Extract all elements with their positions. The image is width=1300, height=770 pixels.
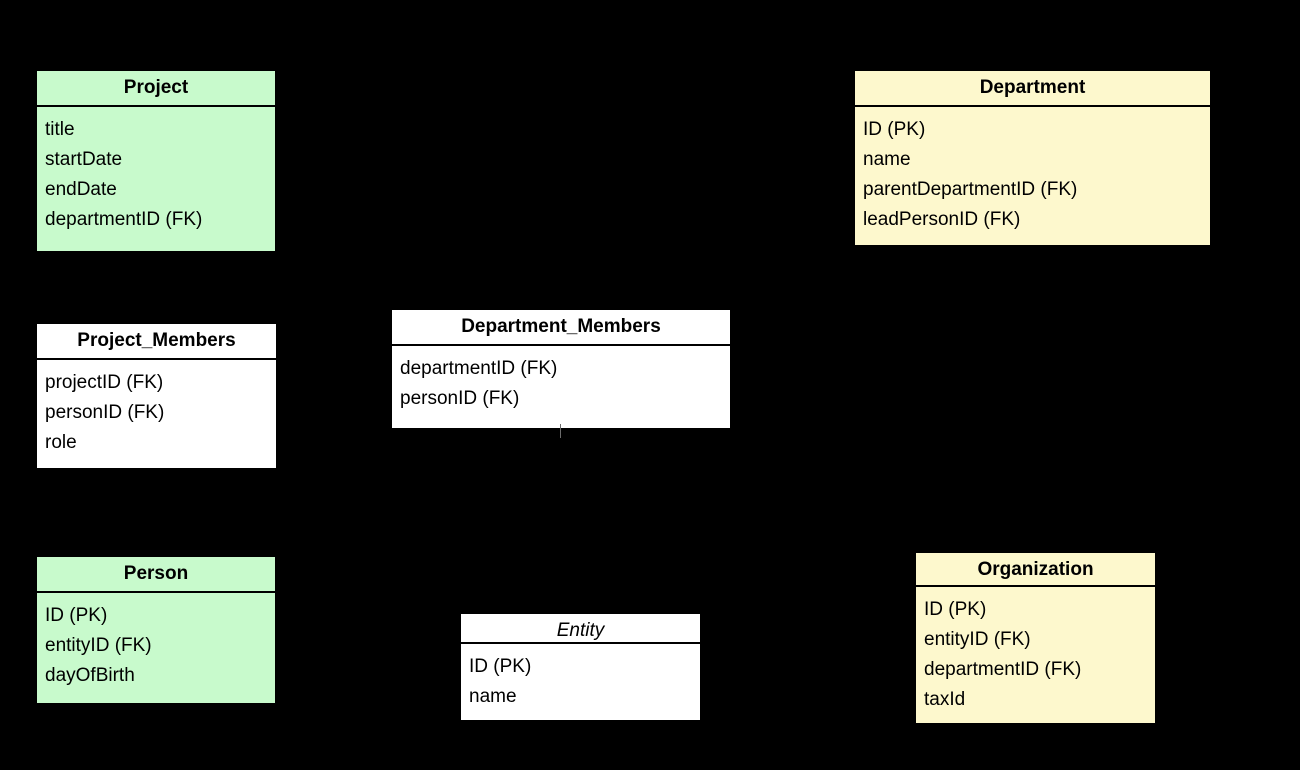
entity-attributes-person: ID (PK) entityID (FK) dayOfBirth (37, 593, 275, 703)
entity-attributes-department_members: departmentID (FK) personID (FK) (392, 346, 730, 428)
attribute-row: leadPersonID (FK) (863, 209, 1021, 230)
entity-box-entity[interactable]: Entity ID (PK) name (459, 612, 702, 722)
attribute-row: projectID (FK) (45, 372, 164, 393)
entity-box-project[interactable]: Project title startDate endDate departmentID… (35, 69, 277, 253)
attribute-row: ID (PK) (863, 119, 926, 140)
attribute-row: ID (PK) (469, 656, 532, 677)
attribute-row: departmentID (FK) (45, 209, 203, 230)
entity-title-person: Person (37, 557, 275, 593)
entity-title-department_members: Department_Members (392, 310, 730, 346)
entity-title-organization: Organization (916, 553, 1155, 587)
attribute-row: name (469, 686, 517, 707)
attribute-row: departmentID (FK) (400, 358, 558, 379)
entity-title-entity: Entity (461, 614, 700, 644)
entity-box-department_members[interactable]: Department_Members departmentID (FK) perso… (390, 308, 732, 430)
attribute-row: personID (FK) (45, 402, 165, 423)
entity-box-project_members[interactable]: Project_Members projectID (FK) personID (F… (35, 322, 278, 470)
entity-title-project: Project (37, 71, 275, 107)
attribute-row: role (45, 432, 77, 453)
entity-box-person[interactable]: Person ID (PK) entityID (FK) dayOfBirth (35, 555, 277, 705)
entity-attributes-entity: ID (PK) name (461, 644, 700, 720)
attribute-row: ID (PK) (924, 599, 987, 620)
attribute-row: endDate (45, 179, 117, 200)
connector-stub-department-members (560, 424, 561, 438)
attribute-row: startDate (45, 149, 123, 170)
attribute-row: parentDepartmentID (FK) (863, 179, 1078, 200)
attribute-row: taxId (924, 689, 966, 710)
entity-title-department: Department (855, 71, 1210, 107)
entity-box-department[interactable]: Department ID (PK) name parentDepartmentID … (853, 69, 1212, 247)
entity-box-organization[interactable]: Organization ID (PK) entityID (FK) departme… (914, 551, 1157, 725)
attribute-row: personID (FK) (400, 388, 520, 409)
entity-title-project_members: Project_Members (37, 324, 276, 360)
entity-attributes-department: ID (PK) name parentDepartmentID (FK) leadPe… (855, 107, 1210, 245)
entity-attributes-project: title startDate endDate departmentID (FK) (37, 107, 275, 251)
attribute-row: entityID (FK) (45, 635, 152, 656)
attribute-row: dayOfBirth (45, 665, 135, 686)
entity-attributes-project_members: projectID (FK) personID (FK) role (37, 360, 276, 468)
attribute-row: ID (PK) (45, 605, 108, 626)
entity-attributes-organization: ID (PK) entityID (FK) departmentID (FK) tax… (916, 587, 1155, 723)
attribute-row: title (45, 119, 75, 140)
attribute-row: name (863, 149, 911, 170)
attribute-row: entityID (FK) (924, 629, 1031, 650)
attribute-row: departmentID (FK) (924, 659, 1082, 680)
